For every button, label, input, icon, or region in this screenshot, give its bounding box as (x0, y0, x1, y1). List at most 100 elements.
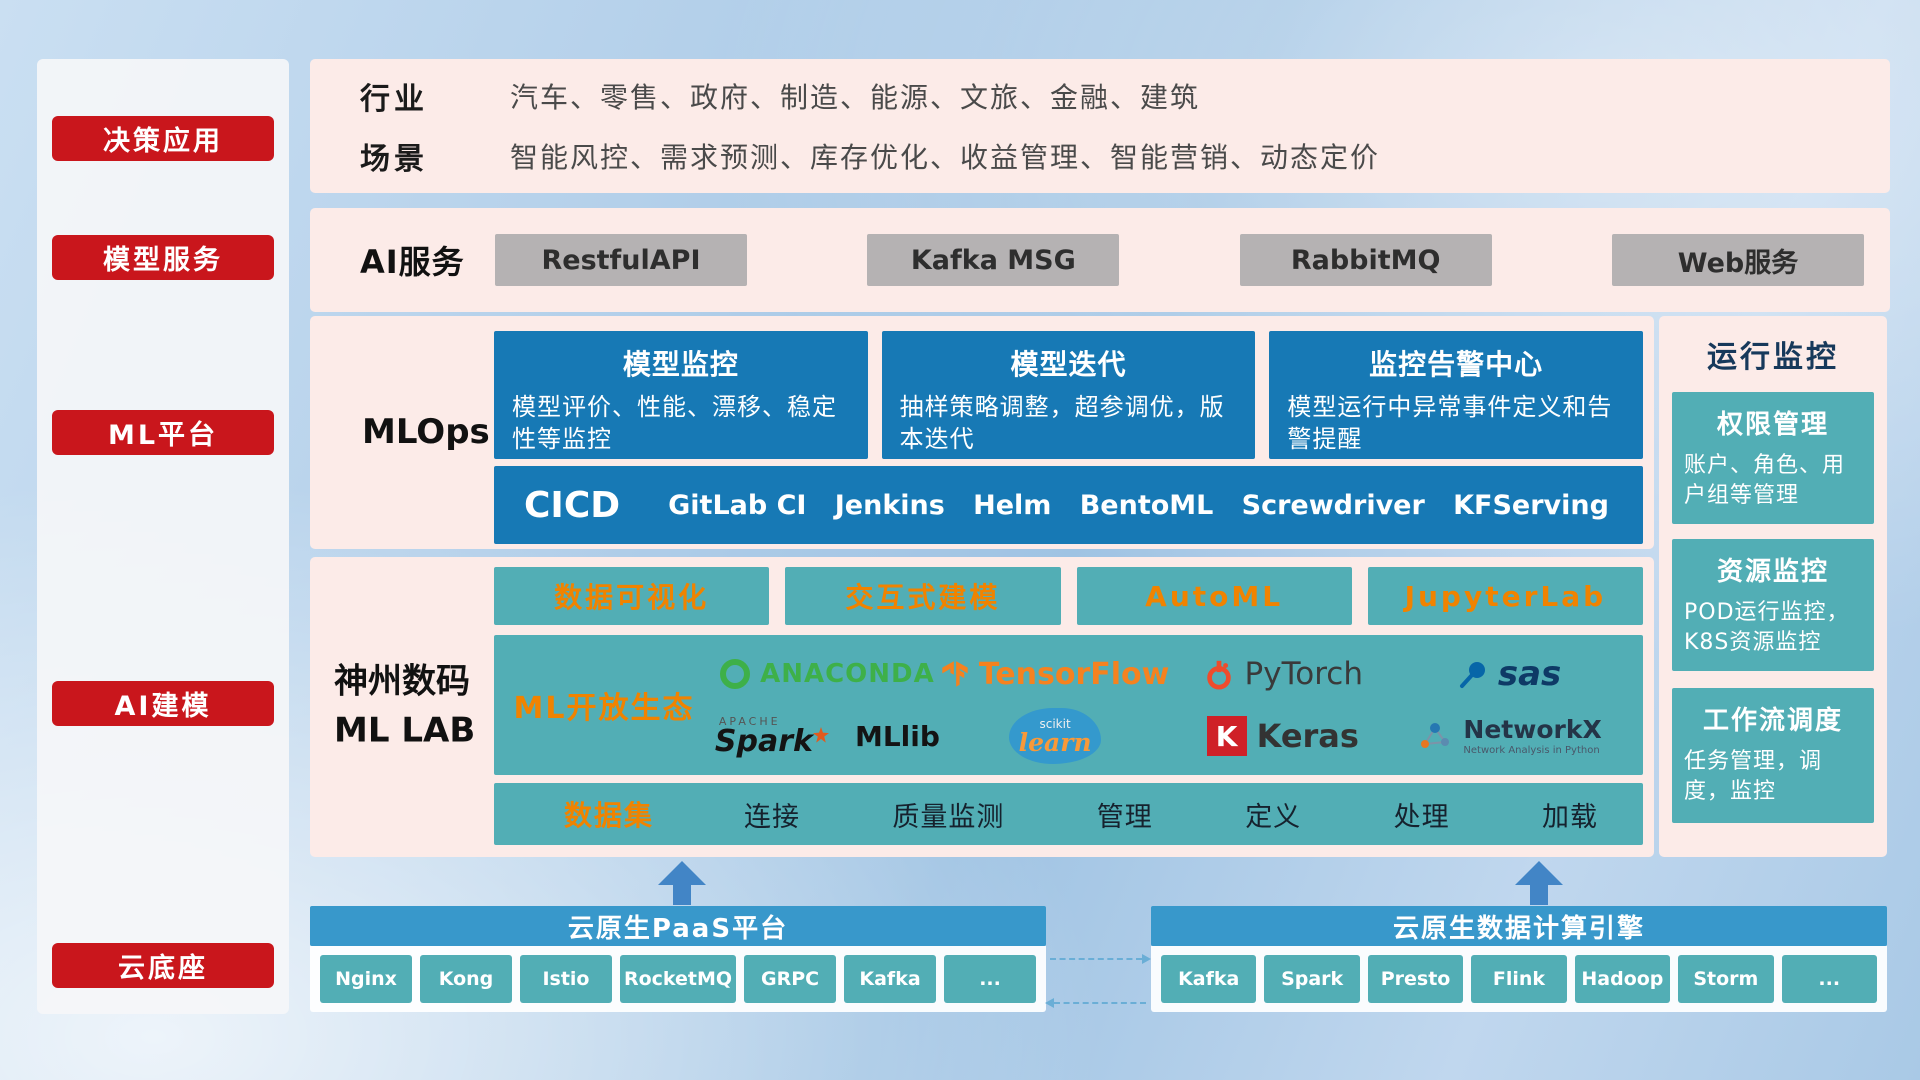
data-compute-engine-chips: Kafka Spark Presto Flink Hadoop Storm ..… (1151, 946, 1887, 1012)
dataset-items: 连接 质量监测 管理 定义 处理 加载 (744, 795, 1598, 834)
sas-wordmark: sas (1497, 654, 1562, 694)
up-arrow-icon (658, 861, 706, 905)
cicd-item-kfserving: KFServing (1453, 489, 1609, 521)
cicd-label: CICD (524, 484, 621, 526)
pytorch-wordmark: PyTorch (1244, 656, 1363, 692)
restfulapi-chip: RestfulAPI (495, 234, 747, 286)
keras-wordmark: Keras (1256, 717, 1359, 755)
interactive-modeling-chip: 交互式建模 (785, 567, 1061, 625)
dataset-label: 数据集 (564, 799, 655, 832)
resource-monitoring-card: 资源监控 POD运行监控，K8S资源监控 (1672, 539, 1874, 671)
tensorflow-wordmark: TensorFlow (978, 656, 1170, 692)
cicd-item-gitlab-ci: GitLab CI (668, 489, 807, 521)
card-title: 权限管理 (1716, 410, 1829, 440)
data-compute-engine-title: 云原生数据计算引擎 (1151, 906, 1887, 946)
cicd-item-screwdriver: Screwdriver (1241, 489, 1425, 521)
scene-row: 场景 智能风控、需求预测、库存优化、收益管理、智能营销、动态定价 (360, 134, 1890, 178)
mlops-cards: 模型监控 模型评价、性能、漂移、稳定性等监控 模型迭代 抽样策略调整，超参调优，… (494, 331, 1644, 459)
hadoop-chip: Hadoop (1574, 955, 1671, 1003)
nginx-chip: Nginx (320, 955, 412, 1003)
dataset-item-quality: 质量监测 (892, 801, 1005, 833)
industry-scene-band: 行业 汽车、零售、政府、制造、能源、文旅、金融、建筑 场景 智能风控、需求预测、… (310, 59, 1890, 193)
kong-chip: Kong (419, 955, 512, 1003)
up-arrow-icon (1515, 861, 1563, 905)
card-desc: 模型评价、性能、漂移、稳定性等监控 (512, 393, 837, 454)
industry-row: 行业 汽车、零售、政府、制造、能源、文旅、金融、建筑 (360, 74, 1890, 118)
cicd-item-helm: Helm (973, 489, 1052, 521)
tensorflow-icon (942, 661, 968, 687)
learn-wordmark: learn (1018, 727, 1092, 757)
spark-wordmark-group: APACHE Spark (715, 716, 829, 757)
model-monitoring-card: 模型监控 模型评价、性能、漂移、稳定性等监控 (494, 331, 868, 459)
sidebar-item-ai-modeling: AI建模 (52, 681, 274, 726)
storm-chip: Storm (1678, 955, 1774, 1003)
runtime-monitoring-title: 运行监控 (1707, 340, 1839, 375)
ai-service-band: AI服务 RestfulAPI Kafka MSG RabbitMQ Web服务 (310, 208, 1890, 312)
ml-lab-band: 神州数码 ML LAB 数据可视化 交互式建模 AutoML JupyterLa… (310, 557, 1654, 857)
sas-icon (1459, 662, 1485, 688)
kafka-chip: Kafka (1161, 955, 1257, 1003)
card-title: 工作流调度 (1702, 706, 1843, 736)
networkx-icon (1421, 723, 1450, 748)
card-desc: 任务管理，调度，监控 (1684, 749, 1823, 804)
ml-lab-tools: 数据可视化 交互式建模 AutoML JupyterLab (494, 567, 1643, 625)
dataset-item-load: 加载 (1541, 801, 1598, 833)
dataset-item-manage: 管理 (1096, 801, 1153, 833)
anaconda-icon (720, 659, 751, 689)
automl-chip: AutoML (1076, 567, 1352, 625)
web-service-chip: Web服务 (1611, 234, 1864, 286)
card-desc: 账户、角色、用户组等管理 (1684, 453, 1846, 508)
workflow-scheduling-card: 工作流调度 任务管理，调度，监控 (1672, 688, 1874, 823)
networkx-wordmark: NetworkX (1463, 714, 1602, 744)
ai-service-buttons: RestfulAPI Kafka MSG RabbitMQ Web服务 (495, 234, 1864, 286)
rocketmq-chip: RocketMQ (619, 955, 737, 1003)
ml-lab-label-line2: ML LAB (334, 711, 476, 751)
scene-list: 智能风控、需求预测、库存优化、收益管理、智能营销、动态定价 (510, 140, 1381, 174)
more-chip: ... (1781, 955, 1877, 1003)
kafka-msg-chip: Kafka MSG (867, 234, 1120, 286)
paas-platform-title: 云原生PaaS平台 (310, 906, 1046, 946)
dashed-arrow-left-icon (1045, 998, 1146, 1008)
keras-icon: K (1206, 716, 1247, 756)
dataset-item-process: 处理 (1393, 801, 1450, 833)
sidebar-item-cloud-base: 云底座 (52, 943, 274, 988)
presto-chip: Presto (1367, 955, 1464, 1003)
sidebar-item-ml-platform: ML平台 (52, 410, 274, 455)
spark-chip: Spark (1264, 955, 1360, 1003)
istio-chip: Istio (519, 955, 612, 1003)
ecosystem-logos: ANACONDA TensorFlow PyTorch (714, 635, 1643, 775)
scikit-learn-logo: scikit learn (1009, 708, 1102, 764)
spark-star-icon (812, 726, 829, 743)
card-title: 模型监控 (622, 348, 739, 381)
ai-service-label: AI服务 (360, 243, 465, 281)
more-chip: ... (944, 955, 1037, 1003)
cicd-item-jenkins: Jenkins (834, 489, 945, 521)
card-desc: POD运行监控，K8S资源监控 (1684, 600, 1850, 655)
model-iteration-card: 模型迭代 抽样策略调整，超参调优，版本迭代 (881, 331, 1256, 459)
paas-platform-chips: Nginx Kong Istio RocketMQ GRPC Kafka ... (310, 946, 1046, 1012)
card-desc: 抽样策略调整，超参调优，版本迭代 (899, 393, 1225, 454)
pytorch-logo: PyTorch (1203, 656, 1363, 692)
permission-management-card: 权限管理 账户、角色、用户组等管理 (1672, 392, 1874, 524)
cicd-item-bentoml: BentoML (1079, 489, 1214, 521)
grpc-chip: GRPC (744, 955, 837, 1003)
dataset-bar: 数据集 连接 质量监测 管理 定义 处理 加载 (494, 783, 1643, 845)
cicd-items: GitLab CI Jenkins Helm BentoML Screwdriv… (668, 490, 1609, 521)
mlops-label: MLOps (362, 412, 490, 452)
pytorch-icon (1206, 660, 1231, 690)
sas-logo: sas (1458, 654, 1561, 694)
scene-label: 场景 (360, 141, 428, 177)
card-title: 监控告警中心 (1369, 348, 1544, 381)
ecosystem-label: ML开放生态 (513, 691, 695, 726)
dashed-arrow-right-icon (1050, 954, 1151, 964)
sidebar-item-decision-apps: 决策应用 (52, 116, 274, 161)
anaconda-wordmark: ANACONDA (760, 659, 935, 689)
industry-list: 汽车、零售、政府、制造、能源、文旅、金融、建筑 (510, 81, 1201, 115)
dataset-item-connect: 连接 (744, 801, 801, 833)
scikit-learn-icon: scikit learn (1009, 708, 1102, 764)
data-visualization-chip: 数据可视化 (494, 567, 770, 625)
mlops-band: MLOps 模型监控 模型评价、性能、漂移、稳定性等监控 模型迭代 抽样策略调整… (310, 316, 1654, 549)
tensorflow-logo: TensorFlow (941, 656, 1170, 692)
networkx-subtitle: Network Analysis in Python (1463, 744, 1600, 756)
